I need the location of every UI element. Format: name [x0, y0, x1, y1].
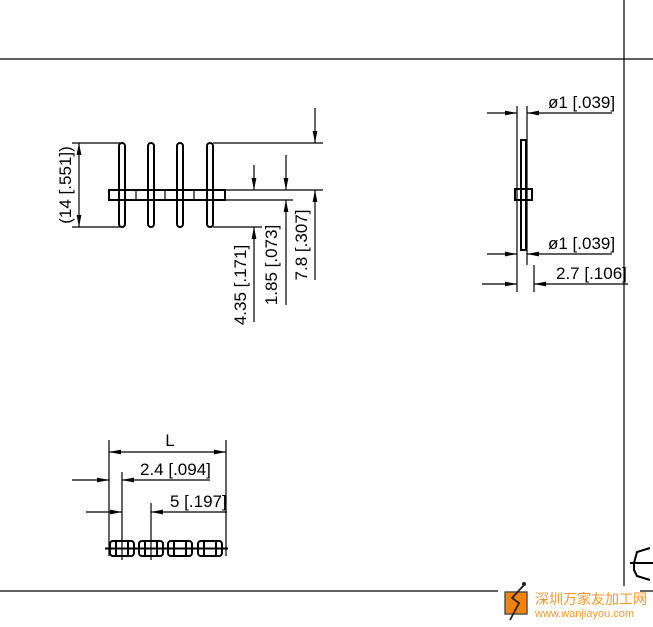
pin-diameter-top-label: ø1 [.039]	[548, 93, 615, 112]
body-width-label: 2.7 [.106]	[556, 264, 627, 283]
pin-diameter-bottom-label: ø1 [.039]	[548, 234, 615, 253]
bottom-view: L 2.4 [.094] 5 [.197]	[72, 431, 228, 560]
watermark-logo	[504, 582, 528, 621]
dimension-7-8-label: 7.8 [.307]	[292, 210, 311, 281]
side-view: ø1 [.039] ø1 [.039] 2.7 [.106]	[482, 93, 628, 292]
watermark-name: 深圳万家友加工网	[535, 591, 647, 607]
dimension-4-35-label: 4.35 [.171]	[231, 245, 250, 325]
offset-label: 2.4 [.094]	[140, 460, 211, 479]
height-dimension-label: (14 [.551])	[56, 146, 75, 224]
front-view: (14 [.551]) 7.8 [.307] 1.85 [.073] 4.35 …	[56, 108, 323, 325]
dimension-1-85-label: 1.85 [.073]	[262, 225, 281, 305]
watermark-url: www.wanjiayou.com	[534, 608, 634, 620]
pitch-label: 5 [.197]	[170, 492, 227, 511]
length-label: L	[165, 431, 174, 450]
